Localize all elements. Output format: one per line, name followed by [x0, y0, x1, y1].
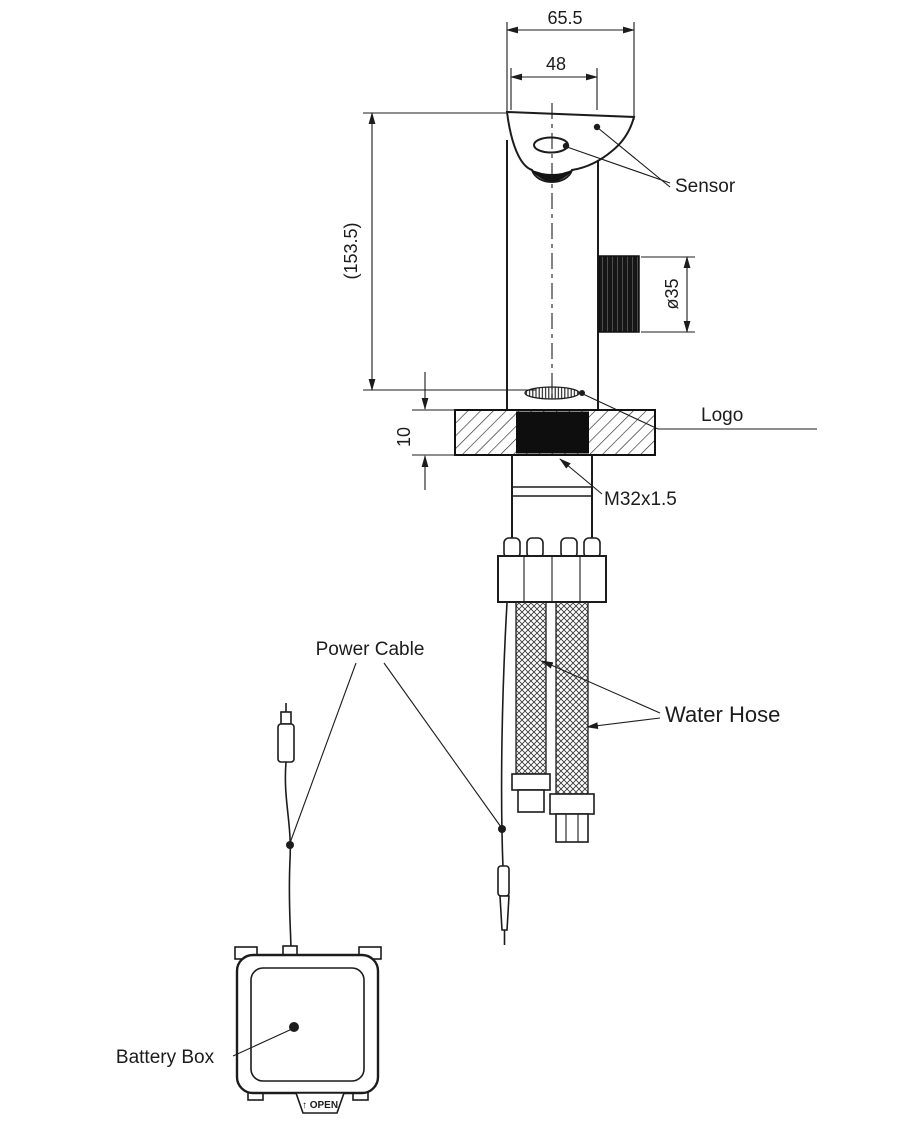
dimension-spout-width: 48: [510, 54, 598, 110]
cable-connector: [497, 865, 510, 897]
battery-box-inner: [250, 967, 365, 1082]
water-hose-callout: Water Hose: [541, 660, 780, 730]
logo-mark: [524, 386, 585, 400]
dim-spout-width: 48: [546, 54, 566, 74]
label-water-hose: Water Hose: [665, 702, 780, 727]
dimension-body-height: (153.5): [341, 112, 536, 391]
label-power-cable: Power Cable: [316, 639, 425, 660]
battery-box-callout: Battery Box: [116, 1028, 293, 1068]
mounting-flange: [454, 409, 656, 456]
hose-nuts: [497, 537, 607, 603]
label-battery-box: Battery Box: [116, 1047, 215, 1068]
dim-top-width: 65.5: [547, 8, 582, 28]
dim-body-height: (153.5): [341, 222, 361, 279]
spout-outlet: [530, 169, 574, 182]
label-open: ↑ OPEN: [302, 1100, 338, 1111]
battery-box-leader-dot: [289, 1022, 299, 1032]
faucet-body: [506, 103, 599, 410]
water-hose-left: [515, 601, 547, 775]
dimension-top-width: 65.5: [506, 8, 635, 120]
open-tab: [294, 1092, 346, 1114]
shank: [511, 455, 593, 538]
leader-dot-right: [498, 825, 506, 833]
logo-callout: Logo: [582, 393, 817, 430]
leader-dot-left: [286, 841, 294, 849]
battery-box: ↑ OPEN: [234, 945, 382, 1114]
dim-deck-thickness: 10: [394, 427, 414, 447]
water-hose-right: [555, 601, 589, 795]
thread-callout: M32x1.5: [559, 458, 677, 510]
sensor-window: [533, 136, 569, 154]
thread-section: [516, 411, 589, 454]
water-hoses: [511, 601, 595, 843]
faucet-head: [505, 110, 636, 183]
power-cable-left: [277, 703, 295, 954]
sensor-leader-dot: [562, 142, 570, 150]
dimension-knob-diameter: ø35: [641, 256, 695, 333]
hose-fitting-right: [549, 793, 595, 815]
power-cable-right: [497, 602, 510, 945]
label-sensor: Sensor: [675, 176, 736, 197]
label-logo: Logo: [701, 405, 743, 426]
dim-knob-diameter: ø35: [662, 278, 682, 309]
sensor-callout: Sensor: [566, 127, 736, 197]
dimension-deck-thickness: 10: [394, 372, 456, 490]
power-cable-callout: Power Cable: [286, 639, 506, 849]
hose-fitting-left: [511, 773, 551, 791]
cable-plug: [277, 723, 295, 763]
cable-plug-tip: [280, 711, 292, 725]
label-thread-spec: M32x1.5: [604, 489, 677, 510]
temperature-knob: [598, 255, 640, 333]
